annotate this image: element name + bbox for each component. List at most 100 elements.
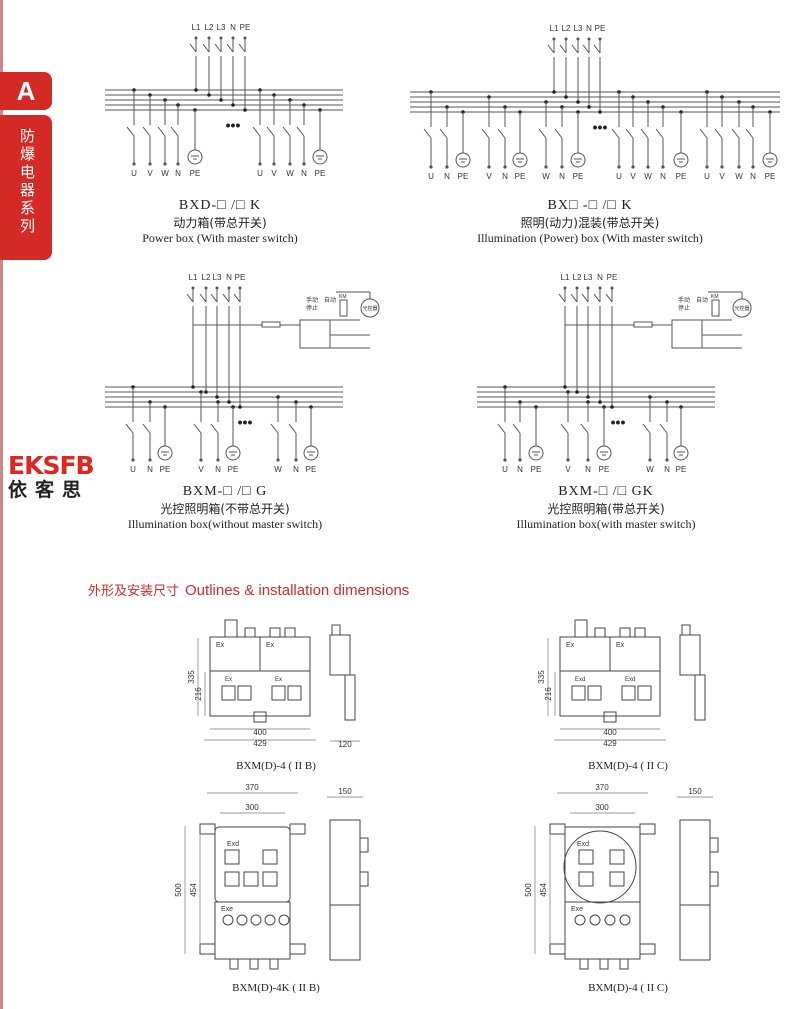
dimension-label: 150 (338, 787, 352, 796)
terminal-dot (586, 458, 590, 462)
cable-gland (594, 627, 606, 638)
master-switch (559, 44, 567, 54)
enclosure-label: Exd (575, 677, 585, 683)
junction-dot (552, 90, 556, 94)
outgoing-label: U (131, 169, 137, 178)
terminal-dot (503, 165, 507, 169)
enclosure-label: Exe (221, 906, 233, 913)
branch-switch (714, 128, 723, 139)
terminal-dot (272, 162, 276, 166)
outgoing-label: PE (190, 169, 201, 178)
terminal-dot (737, 165, 741, 169)
terminal-dot (544, 165, 548, 169)
indicator-lamp (619, 914, 631, 926)
dimension-label: 429 (603, 739, 617, 748)
master-switch (581, 293, 589, 303)
earth-icon (303, 445, 319, 461)
section-tab-letter[interactable]: A (0, 72, 52, 110)
terminal-dot (648, 458, 652, 462)
control-label: 手动 (306, 296, 318, 304)
mounting-ear (639, 823, 656, 835)
outgoing-label: PE (515, 172, 526, 181)
section-tab-title-text: 防爆电器系列 (20, 127, 36, 235)
switch-handle (237, 685, 252, 701)
switch-handle (224, 871, 240, 887)
terminal-dot (646, 165, 650, 169)
outgoing-label: V (271, 169, 277, 178)
side-increased-safety (329, 904, 361, 961)
incoming-label: L2 (573, 273, 582, 282)
switch-handle (243, 871, 259, 887)
branch-switch (170, 126, 179, 137)
outgoing-label: U (130, 465, 136, 474)
branch-switch (193, 423, 202, 434)
dimension-label: 454 (189, 883, 198, 897)
earth-icon (187, 149, 203, 165)
master-switch (593, 293, 601, 303)
switch-handle (609, 871, 625, 887)
junction-dot (598, 400, 602, 404)
outgoing-label: V (198, 465, 204, 474)
contactor-coil (339, 299, 348, 317)
cable-gland (284, 627, 296, 638)
dimension-label: 150 (688, 787, 702, 796)
incoming-label: L3 (574, 24, 583, 33)
outgoing-label: V (565, 465, 571, 474)
incoming-label: PE (235, 273, 246, 282)
terminal-dot (560, 165, 564, 169)
outgoing-label: PE (160, 465, 171, 474)
mounting-ear (199, 943, 216, 955)
section-tab-title[interactable]: 防爆电器系列 (0, 115, 52, 260)
master-switch (210, 293, 218, 303)
terminal-dot (132, 162, 136, 166)
outgoing-label: W (735, 172, 743, 181)
earth-icon (673, 445, 689, 461)
enclosure-label: Ex (275, 677, 282, 683)
dimension-label: 216 (194, 687, 203, 701)
incoming-label: L1 (192, 23, 201, 32)
cable-gland (244, 627, 256, 638)
branch-switch (642, 423, 651, 434)
section-heading-en: Outlines & installation dimensions (185, 582, 410, 599)
outgoing-label: N (147, 465, 153, 474)
enclosure-label: Ex (266, 642, 275, 649)
dimension-label: 500 (524, 883, 533, 897)
outgoing-label: V (719, 172, 725, 181)
side-handle (709, 871, 719, 887)
outgoing-label: W (274, 465, 282, 474)
branch-switch (554, 128, 563, 139)
outgoing-label: N (175, 169, 181, 178)
junction-dot (598, 110, 602, 114)
side-gland (681, 624, 691, 636)
branch-switch (423, 128, 432, 139)
branch-switch (512, 423, 521, 434)
indicator-lamp (589, 914, 601, 926)
branch-switch (210, 423, 219, 434)
caption-en: Illumination box(with master switch) (516, 517, 696, 531)
outgoing-label: PE (599, 465, 610, 474)
switch-handle (621, 685, 636, 701)
terminal-dot (302, 162, 306, 166)
control-label: 光控器 (362, 305, 377, 312)
outgoing-label: N (559, 172, 565, 181)
master-switch (233, 293, 241, 303)
side-enclosure (329, 634, 351, 676)
master-switch (186, 293, 194, 303)
junction-dot (215, 395, 219, 399)
caption-en: Illumination (Power) box (With master sw… (477, 231, 703, 245)
switch-handle (287, 685, 302, 701)
incoming-label: L2 (205, 23, 214, 32)
lower-enclosure (209, 670, 311, 717)
side-gland (331, 624, 341, 636)
outgoing-label: PE (458, 172, 469, 181)
incoming-label: N (597, 273, 603, 282)
dimension-label: 216 (544, 687, 553, 701)
terminal-dot (148, 162, 152, 166)
control-label: 自动 (696, 296, 708, 304)
terminal-dot (720, 165, 724, 169)
